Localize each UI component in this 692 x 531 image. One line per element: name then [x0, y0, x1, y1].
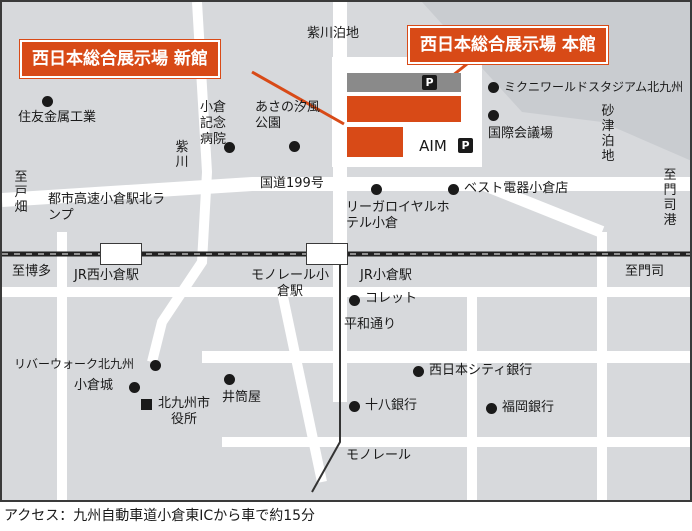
label-shiokawa-area: 紫川泊地	[307, 26, 360, 41]
label-izutsuya: 井筒屋	[222, 390, 262, 405]
dot-colette	[349, 295, 360, 306]
parking-lot	[347, 73, 461, 92]
label-city-hall: 北九州市役所	[157, 396, 210, 427]
road-diagonal-east	[479, 178, 605, 238]
label-to-hakata: 至博多	[12, 264, 52, 279]
parking-icon: P	[422, 75, 437, 90]
dot-convention	[488, 110, 499, 121]
dot-kokura-hospital	[224, 142, 235, 153]
label-riverwalk: リバーウォーク北九州	[14, 357, 135, 371]
dot-rihga-royal	[371, 184, 382, 195]
label-murasaki-river: 紫川	[175, 140, 189, 170]
label-sumitomo: 住友金属工業	[18, 110, 97, 125]
callout-new-building: 西日本総合展示場 新館	[20, 40, 220, 78]
aim-building: AIM	[409, 133, 457, 159]
access-note: アクセス：九州自動車道小倉東ICから車で約15分	[4, 508, 316, 524]
label-asano-park: あさの汐風公園	[255, 100, 321, 131]
label-to-moji: 至門司	[625, 264, 665, 279]
dot-asano-park	[289, 141, 300, 152]
label-heiwa-dori: 平和通り	[344, 317, 397, 332]
map-roads	[2, 2, 690, 500]
dot-sumitomo	[42, 96, 53, 107]
label-highway-ramp: 都市高速小倉駅北ランプ	[48, 192, 166, 223]
label-convention: 国際会議場	[488, 126, 554, 141]
new-hall-building	[347, 127, 403, 157]
label-monorail: モノレール	[346, 448, 412, 463]
monorail-line	[311, 252, 341, 493]
station-nishikokura	[100, 243, 142, 265]
label-mikuni-stadium: ミクニワールドスタジアム北九州	[504, 80, 684, 94]
label-sunatsu-area: 砂津泊地	[601, 104, 615, 164]
dot-mikuni-stadium	[488, 82, 499, 93]
dot-kokura-castle	[129, 382, 140, 393]
label-jr-kokura: JR小倉駅	[360, 268, 412, 283]
label-colette: コレット	[365, 291, 418, 306]
road-199	[2, 177, 690, 207]
label-juhachi-bank: 十八銀行	[365, 398, 418, 413]
road-heiwa	[277, 290, 327, 484]
label-kokura-hospital: 小倉記念病院	[200, 100, 227, 147]
label-to-tobata: 至戸畑	[14, 170, 28, 215]
dot-best-denki	[448, 184, 459, 195]
dot-juhachi-bank	[349, 401, 360, 412]
parking-icon-aim: P	[458, 138, 473, 153]
dot-fukuoka-bank	[486, 403, 497, 414]
label-rihga-royal: リーガロイヤルホテル小倉	[346, 200, 450, 231]
label-monorail-kokura: モノレール小倉駅	[250, 268, 329, 299]
label-road-199: 国道199号	[260, 176, 324, 191]
dot-izutsuya	[224, 374, 235, 385]
label-jr-nishikokura: JR西小倉駅	[74, 268, 139, 283]
road-murasaki	[147, 2, 213, 364]
callout-pointer-new	[251, 70, 345, 126]
label-fukuoka-bank: 福岡銀行	[502, 400, 555, 415]
dot-riverwalk	[150, 360, 161, 371]
label-to-mojiko: 至門司港	[663, 168, 677, 228]
label-best-denki: ベスト電器小倉店	[464, 181, 569, 196]
callout-main-building: 西日本総合展示場 本館	[408, 26, 608, 64]
dot-nishinippon-city-bank	[413, 366, 424, 377]
label-nishinippon-city-bank: 西日本シティ銀行	[429, 363, 533, 378]
label-kokura-castle: 小倉城	[74, 378, 114, 393]
main-hall-building	[347, 96, 461, 122]
access-map: P AIM P 西日本総合展示場 新館 西日本総合展示場 本館 紫川泊地 砂津泊…	[0, 0, 692, 502]
square-city-hall	[141, 399, 152, 410]
station-kokura	[306, 243, 348, 265]
